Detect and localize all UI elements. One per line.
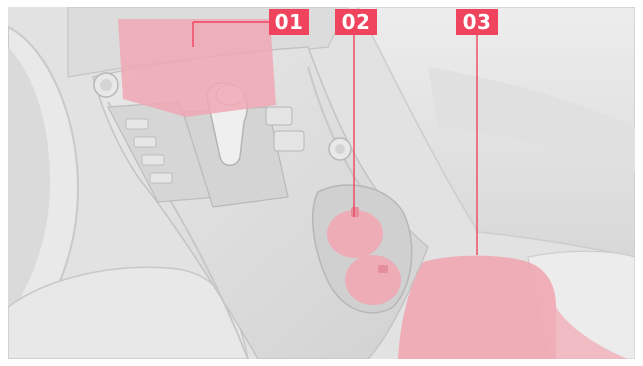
highlight-03-armrest [398,256,556,359]
center-console-scene [8,7,635,359]
interior-illustration: 01 02 03 [8,7,635,359]
highlight-01-storage-compartment [118,19,276,117]
callout-label-02: 02 [335,9,377,35]
callout-label-01: 01 [269,9,309,35]
callout-label-03: 03 [456,9,498,35]
